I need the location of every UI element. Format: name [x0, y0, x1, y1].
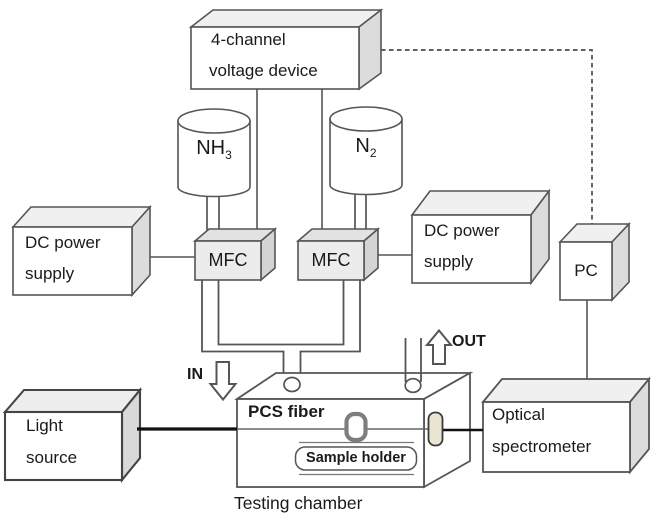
voltage-device-label-line1: 4-channel: [211, 30, 286, 49]
optical-window: [427, 411, 444, 447]
out-flow-label: OUT: [452, 333, 486, 350]
dc-power-supply-right-label-line2: supply: [424, 252, 474, 271]
in-flow-arrow-icon: [208, 361, 238, 402]
n2-cylinder-label: N2: [355, 135, 377, 160]
gas-pipe-n2-to-mfc-right: [354, 194, 367, 233]
pcs-fiber-label: PCS fiber: [248, 402, 325, 421]
optical-spectrometer-label-line2: spectrometer: [492, 437, 592, 456]
dc-power-supply-left-label-line1: DC power: [25, 233, 101, 252]
light-source-label-line1: Light: [26, 416, 63, 435]
in-flow-label: IN: [187, 366, 203, 383]
dc-power-supply-left-box: [11, 204, 152, 298]
testing-chamber-caption: Testing chamber: [234, 493, 363, 513]
optical-spectrometer-label-line1: Optical: [492, 405, 545, 424]
outlet-port: [404, 377, 422, 394]
inlet-port: [283, 376, 301, 393]
optical-spectrometer-box: [481, 376, 651, 475]
voltage-device-label-line2: voltage device: [209, 61, 318, 80]
pc-label: PC: [574, 261, 598, 280]
gas-cylinder-n2: [329, 106, 403, 196]
out-flow-arrow-icon: [424, 328, 454, 365]
dc-power-supply-right-label-line1: DC power: [424, 221, 500, 240]
fiber-clamp: [344, 411, 368, 443]
outlet-tube: [404, 338, 422, 382]
nh3-cylinder-label: NH3: [196, 137, 232, 162]
voltage-device-box: [188, 8, 384, 91]
light-source-label-line2: source: [26, 448, 78, 467]
light-source-box: [2, 387, 143, 483]
mfc-right-label: MFC: [311, 250, 351, 270]
dc-power-supply-right-box: [410, 188, 551, 286]
gas-cylinder-nh3: [177, 108, 251, 198]
dc-power-supply-left-label-line2: supply: [25, 264, 75, 283]
mfc-right-box: [295, 227, 381, 282]
gas-manifold-pipe: [201, 280, 361, 378]
sample-holder-label: Sample holder: [306, 450, 406, 466]
sample-holder-shape: [294, 441, 418, 476]
dashed-cable-voltage-to-pc: [381, 49, 593, 226]
pc-box: [558, 221, 631, 303]
mfc-left-box: [192, 227, 278, 282]
mfc-left-label: MFC: [208, 250, 248, 270]
